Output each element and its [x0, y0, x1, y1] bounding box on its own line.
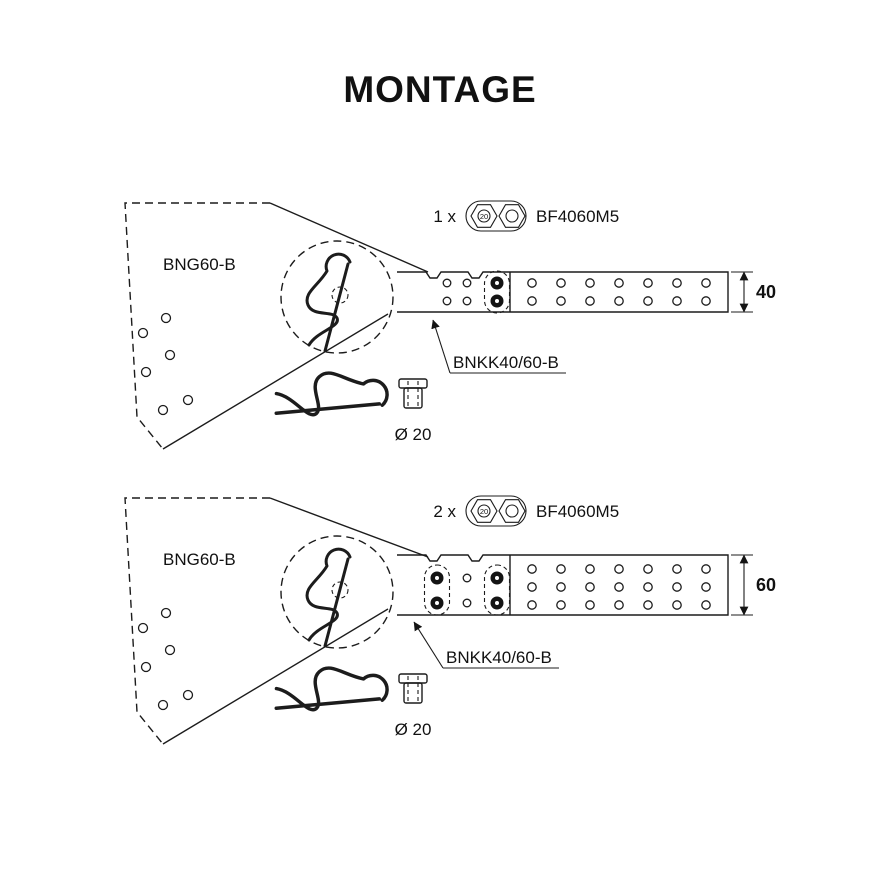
- plate-hidden-edges: [124, 497, 270, 745]
- height-dimension: 60: [731, 554, 776, 616]
- strap-holes: [527, 582, 711, 592]
- fastener-qty: 1 x: [433, 207, 456, 226]
- strap-holes: [442, 296, 472, 306]
- mounting-plate: BNG60-B: [124, 497, 429, 745]
- dimension-value: 60: [756, 575, 776, 595]
- fastener-icon: 20: [465, 495, 527, 527]
- bushing: [398, 378, 428, 409]
- plate-top-edge: [269, 202, 429, 273]
- plate-label: BNG60-B: [163, 550, 236, 569]
- fastener-bolts: [423, 564, 511, 616]
- perforated-strap: [397, 554, 729, 616]
- plate-holes: [137, 312, 194, 416]
- plate-bottom-edge: [162, 313, 389, 450]
- strap-holes: [527, 564, 711, 574]
- bushing-label: Ø 20: [395, 720, 432, 739]
- plate-holes: [137, 607, 194, 711]
- fastener-plate-outline: [423, 564, 451, 616]
- fastener-size: 20: [480, 212, 488, 221]
- fastener-plate-outline: [483, 270, 511, 314]
- plate-top-edge: [269, 497, 429, 558]
- fastener-label: BF4060M5: [536, 502, 619, 521]
- tongue-circle: [280, 240, 394, 354]
- tongue-circle: [280, 535, 394, 649]
- strap-label: BNKK40/60-B: [453, 353, 559, 372]
- plate-bottom-edge: [162, 608, 389, 745]
- plate-label: BNG60-B: [163, 255, 236, 274]
- strap-leader-line: [413, 621, 444, 669]
- strap-callout: BNKK40/60-B: [413, 621, 559, 669]
- dimension-ticks: [731, 554, 753, 616]
- fastener-label: BF4060M5: [536, 207, 619, 226]
- dimension-ticks: [731, 271, 753, 313]
- clip-hole: [331, 286, 349, 304]
- page-title: MONTAGE: [343, 69, 536, 110]
- strap-holes: [527, 278, 711, 288]
- strap-holes: [442, 278, 472, 288]
- fastener-plate-outline: [483, 564, 511, 616]
- fastener-size: 20: [480, 507, 488, 516]
- fastener-callout: 2 x 20 BF4060M5: [433, 495, 619, 527]
- strap-holes: [462, 573, 472, 583]
- fastener-qty: 2 x: [433, 502, 456, 521]
- perforated-strap: [397, 271, 729, 313]
- fastener-bolts: [483, 270, 511, 314]
- height-dimension: 40: [731, 271, 776, 313]
- strap-label: BNKK40/60-B: [446, 648, 552, 667]
- assembly-top: BNG60-B Ø 20 1 x: [124, 200, 776, 450]
- fastener-callout: 1 x 20 BF4060M5: [433, 200, 619, 232]
- fastener-icon: 20: [465, 200, 527, 232]
- bushing: [398, 673, 428, 704]
- strap-outline: [397, 271, 729, 313]
- r-clip-loose-icon: [267, 353, 393, 442]
- dimension-value: 40: [756, 282, 776, 302]
- clip-hole: [331, 581, 349, 599]
- strap-holes: [527, 600, 711, 610]
- bushing-label: Ø 20: [395, 425, 432, 444]
- strap-leader-line: [431, 319, 451, 374]
- r-clip-loose-icon: [267, 648, 393, 737]
- mounting-plate: BNG60-B: [124, 202, 429, 450]
- plate-hidden-edges: [124, 202, 270, 450]
- strap-holes: [527, 296, 711, 306]
- strap-callout: BNKK40/60-B: [431, 319, 566, 374]
- strap-holes: [462, 598, 472, 608]
- strap-outline: [397, 554, 729, 616]
- assembly-bottom: BNG60-B Ø 20 2 x: [124, 495, 776, 745]
